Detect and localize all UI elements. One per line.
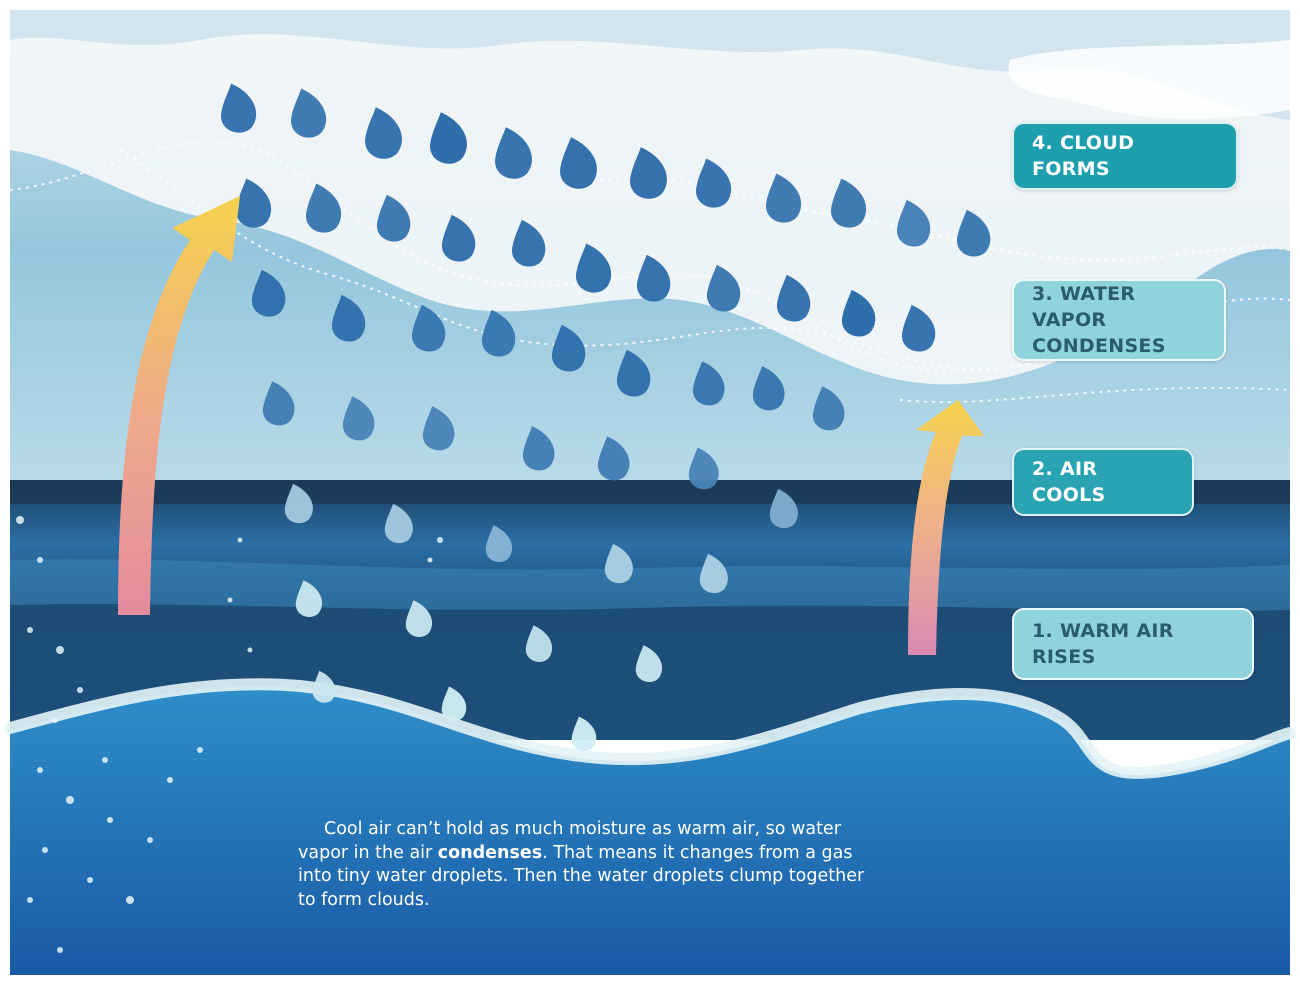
spray-dot (102, 757, 108, 763)
spray-dot (87, 877, 93, 883)
spray-dot (52, 717, 58, 723)
caption: Cool air can’t hold as much moisture as … (298, 818, 883, 912)
spray-dot (238, 538, 243, 543)
spray-dot (27, 627, 33, 633)
spray-dot (42, 847, 48, 853)
spray-dot (77, 687, 83, 693)
step-2-text: 2. AIR COOLS (1032, 456, 1174, 508)
spray-dot (16, 516, 24, 524)
spray-dot (37, 557, 43, 563)
spray-dot (66, 796, 74, 804)
spray-dot (248, 648, 253, 653)
spray-dot (437, 537, 443, 543)
step-4-text: 4. CLOUD FORMS (1032, 130, 1218, 182)
step-label-cloud-forms: 4. CLOUD FORMS (1012, 122, 1238, 190)
spray-dot (27, 897, 33, 903)
step-label-water-vapor-condenses: 3. WATER VAPOR CONDENSES (1012, 279, 1226, 361)
spray-dot (228, 598, 233, 603)
step-label-air-cools: 2. AIR COOLS (1012, 448, 1194, 516)
spray-dot (37, 767, 43, 773)
spray-dot (126, 896, 134, 904)
step-label-warm-air-rises: 1. WARM AIR RISES (1012, 608, 1254, 680)
spray-dot (167, 777, 173, 783)
step-3-text: 3. WATER VAPOR CONDENSES (1032, 281, 1206, 359)
spray-dot (57, 947, 63, 953)
spray-dot (428, 558, 433, 563)
caption-term-condenses: condenses (438, 843, 542, 863)
spray-dot (107, 817, 113, 823)
spray-dot (197, 747, 203, 753)
spray-dot (147, 837, 153, 843)
spray-dot (56, 646, 64, 654)
step-1-text: 1. WARM AIR RISES (1032, 618, 1234, 670)
